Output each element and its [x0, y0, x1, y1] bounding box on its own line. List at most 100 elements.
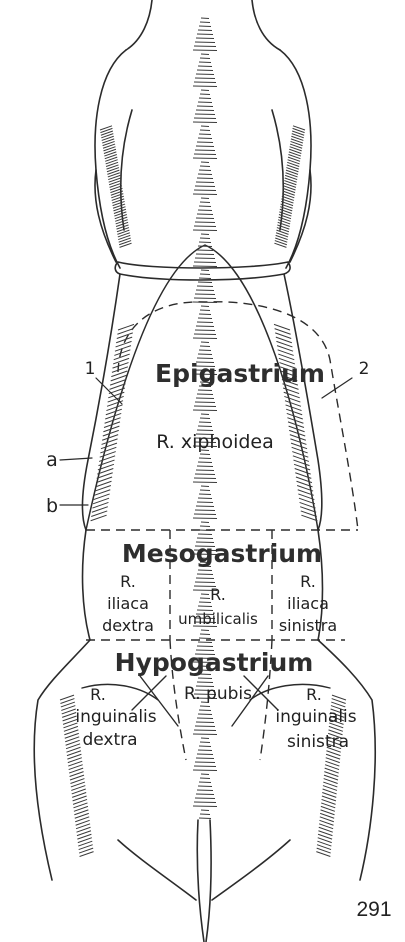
spine-hatch-line	[193, 482, 217, 483]
label-pubis: R. pubis	[184, 684, 252, 704]
spine-hatch-line	[199, 818, 211, 819]
spine-hatch-line	[200, 22, 210, 23]
spine-hatch-line	[193, 50, 217, 51]
spine-hatch-line	[196, 290, 214, 291]
spine-hatch-line	[198, 246, 212, 247]
label-inguinalis-sinistra: R. inguinalis sinistra	[275, 685, 356, 752]
spine-hatch-line	[201, 270, 209, 271]
spine-hatch-line	[193, 266, 217, 267]
spine-hatch-line	[197, 34, 213, 35]
spine-hatch-line	[194, 730, 216, 731]
spine-hatch-line	[199, 458, 211, 459]
spine-hatch-line	[197, 142, 213, 143]
spine-hatch-line	[201, 126, 209, 127]
spine-hatch-line	[196, 506, 214, 507]
spine-hatch-line	[199, 494, 211, 495]
marker-1: 1	[85, 359, 96, 379]
spine-hatch-line	[195, 78, 215, 79]
spine-hatch-line	[200, 202, 210, 203]
spine-hatch-line	[197, 70, 213, 71]
spine-hatch-line	[201, 162, 209, 163]
spine-hatch-line	[195, 762, 215, 763]
spine-hatch-line	[198, 570, 212, 571]
label-umbilicalis-line1: R.	[210, 585, 226, 604]
marker-b: b	[46, 495, 58, 517]
spine-hatch-line	[198, 66, 212, 67]
spine-hatch-line	[201, 774, 209, 775]
label-inguinalis-dextra-line3: dextra	[82, 730, 137, 750]
spine-hatch-line	[200, 598, 210, 599]
spine-hatch-line	[199, 782, 211, 783]
spine-hatch-line	[198, 786, 212, 787]
spine-hatch-line	[198, 102, 212, 103]
spine-hatch-line	[196, 578, 214, 579]
spine-hatch-line	[198, 30, 212, 31]
spine-hatch-line	[193, 338, 217, 339]
spine-hatch-line	[199, 26, 211, 27]
label-inguinalis-dextra-line2: inguinalis	[75, 707, 156, 727]
label-iliaca-sinistra-line3: sinistra	[279, 616, 337, 635]
spine-hatch-line	[201, 738, 209, 739]
spine-hatch-line	[198, 714, 212, 715]
spine-hatch-line	[194, 334, 216, 335]
spine-hatch-line	[199, 62, 211, 63]
spine-hatch-line	[200, 310, 210, 311]
spine-hatch-line	[199, 278, 211, 279]
spine-hatch-line	[193, 770, 217, 771]
spine-hatch-line	[197, 178, 213, 179]
spine-hatch-line	[195, 222, 215, 223]
spine-hatch-line	[195, 114, 215, 115]
spine-hatch-line	[201, 306, 209, 307]
spine-hatch-line	[193, 518, 217, 519]
label-iliaca-dextra-line1: R.	[120, 572, 136, 591]
spine-hatch-line	[199, 350, 211, 351]
label-iliaca-dextra-line3: dextra	[102, 616, 154, 635]
spine-hatch-line	[195, 330, 215, 331]
spine-hatch-line	[201, 486, 209, 487]
label-epigastrium: Epigastrium	[155, 359, 325, 388]
spine-hatch-line	[194, 154, 216, 155]
spine-hatch-line	[200, 238, 210, 239]
spine-hatch-line	[196, 218, 214, 219]
spine-hatch-line	[194, 478, 216, 479]
spine-hatch-line	[199, 638, 211, 639]
spine-hatch-line	[200, 346, 210, 347]
page-number: 291	[356, 898, 391, 921]
spine-hatch-line	[193, 734, 217, 735]
label-inguinalis-dextra: R. inguinalis dextra	[75, 685, 156, 750]
spine-hatch-line	[195, 150, 215, 151]
spine-hatch-line	[200, 490, 210, 491]
spine-hatch-line	[198, 534, 212, 535]
spine-hatch-line	[195, 582, 215, 583]
spine-hatch-line	[201, 522, 209, 523]
spine-hatch-line	[199, 170, 211, 171]
spine-hatch-line	[198, 426, 212, 427]
spine-hatch-line	[201, 594, 209, 595]
spine-hatch-line	[201, 18, 209, 19]
label-inguinalis-sinistra-line1: R.	[306, 685, 322, 704]
spine-hatch-line	[198, 642, 212, 643]
spine-hatch-line	[201, 414, 209, 415]
spine-hatch-line	[198, 318, 212, 319]
spine-hatch-line	[195, 258, 215, 259]
spine-hatch-line	[194, 802, 216, 803]
spine-hatch-line	[194, 514, 216, 515]
spine-hatch-line	[200, 454, 210, 455]
spine-hatch-line	[198, 678, 212, 679]
spine-hatch-line	[196, 146, 214, 147]
spine-hatch-line	[197, 106, 213, 107]
spine-hatch-line	[200, 166, 210, 167]
spine-hatch-line	[193, 410, 217, 411]
spine-hatch-line	[196, 38, 214, 39]
spine-hatch-line	[195, 42, 215, 43]
spine-hatch-line	[195, 186, 215, 187]
spine-hatch-line	[193, 302, 217, 303]
spine-hatch-line	[199, 98, 211, 99]
spine-hatch-line	[200, 634, 210, 635]
label-inguinalis-dextra-line1: R.	[90, 685, 106, 704]
spine-hatch-line	[197, 790, 213, 791]
spine-hatch-line	[197, 214, 213, 215]
spine-hatch-line	[194, 406, 216, 407]
spine-hatch-line	[198, 498, 212, 499]
spine-hatch-line	[199, 242, 211, 243]
